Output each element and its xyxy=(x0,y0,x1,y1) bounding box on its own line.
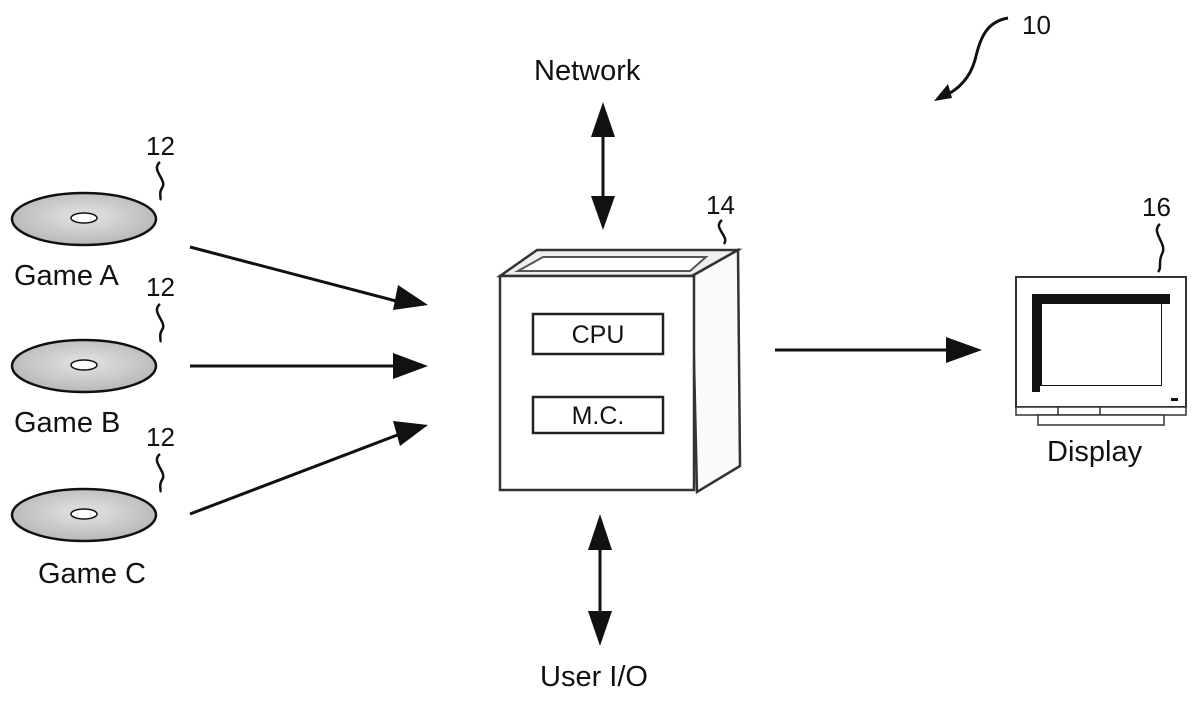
disc-label: Game A xyxy=(14,260,119,292)
monitor-base-strip xyxy=(1016,407,1186,415)
arrowhead-icon xyxy=(393,421,428,446)
arrowhead-up-icon xyxy=(591,102,615,137)
disc-game-b: 12 Game B xyxy=(12,272,175,439)
disc-game-c: 12 Game C xyxy=(12,422,175,590)
disc-ref-leader xyxy=(157,162,163,200)
cpu-label: CPU xyxy=(572,321,625,349)
arrowhead-icon xyxy=(393,353,428,379)
display-label: Display xyxy=(1047,436,1143,468)
arrowhead-up-icon xyxy=(588,514,612,550)
disc-ref-number: 12 xyxy=(146,422,175,452)
console-ref-leader xyxy=(719,220,725,244)
network-label: Network xyxy=(534,55,641,87)
arrowhead-down-icon xyxy=(588,611,612,646)
disc-ref-leader xyxy=(157,304,163,342)
arrowhead-down-icon xyxy=(591,196,615,230)
console-top-panel xyxy=(518,257,706,271)
arrow-line-c xyxy=(190,434,400,514)
arrow-line-a xyxy=(190,247,400,302)
user-io-label: User I/O xyxy=(540,661,648,693)
console-front-face xyxy=(500,276,694,490)
arrowhead-icon xyxy=(393,285,428,310)
disc-ref-number: 12 xyxy=(146,272,175,302)
disc-hole xyxy=(71,360,97,370)
disc-ref-number: 12 xyxy=(146,131,175,161)
monitor-screen xyxy=(1042,304,1161,385)
arrowhead-icon xyxy=(946,337,982,363)
game-console: 14 CPU M.C. xyxy=(500,190,740,492)
display-ref-number: 16 xyxy=(1142,192,1171,222)
disc-ref-leader xyxy=(157,454,163,492)
network-link: Network xyxy=(534,55,641,230)
console-ref-number: 14 xyxy=(706,190,735,220)
display-ref-leader xyxy=(1157,224,1163,272)
figure-ref-leader xyxy=(944,18,1008,96)
console-to-display-arrow xyxy=(775,337,982,363)
disc-hole xyxy=(71,509,97,519)
disc-game-a: 12 Game A xyxy=(12,131,175,292)
figure-reference: 10 xyxy=(934,10,1051,101)
figure-ref-number: 10 xyxy=(1022,10,1051,40)
disc-label: Game C xyxy=(38,558,146,590)
monitor-power-indicator xyxy=(1171,398,1178,401)
display-monitor: 16 Display xyxy=(1016,192,1186,468)
disc-to-console-arrows xyxy=(190,247,428,514)
console-side-face xyxy=(692,250,740,492)
disc-label: Game B xyxy=(14,407,120,439)
disc-hole xyxy=(71,213,97,223)
user-io-link: User I/O xyxy=(540,514,648,693)
mc-label: M.C. xyxy=(572,402,625,430)
figure-ref-arrowhead-icon xyxy=(934,84,952,101)
monitor-stand xyxy=(1038,415,1164,425)
